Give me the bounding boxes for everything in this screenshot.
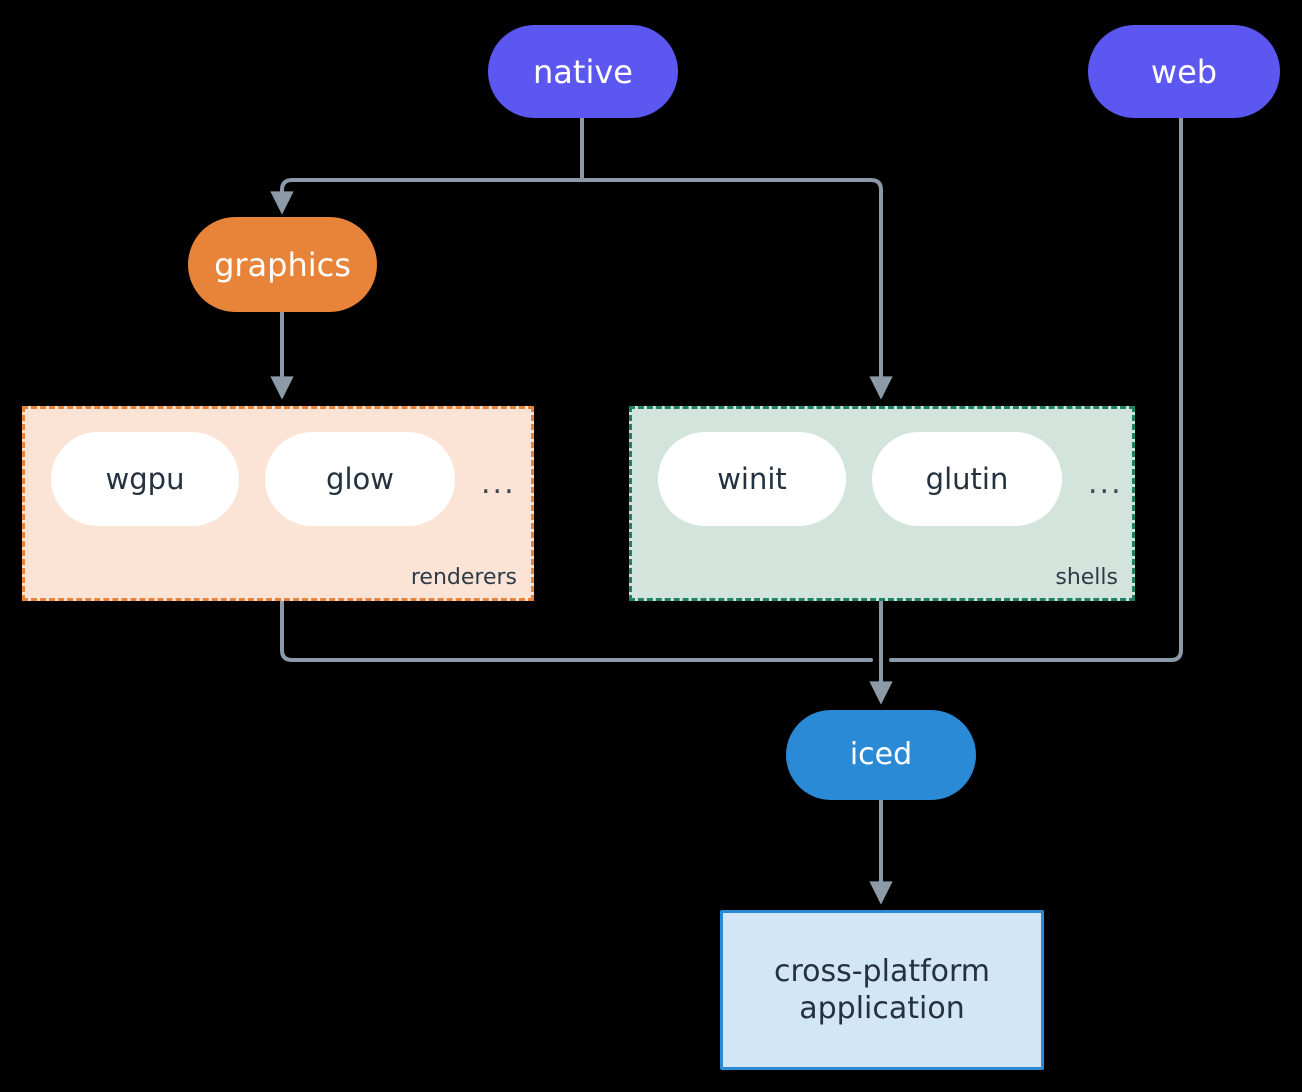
node-iced[interactable]: iced (786, 710, 976, 800)
group-shells: winit glutin ... shells (629, 406, 1135, 601)
leaf-wgpu-label: wgpu (105, 462, 185, 496)
group-renderers-label: renderers (410, 565, 517, 590)
node-native-label: native (533, 52, 633, 91)
leaf-winit-label: winit (717, 462, 787, 496)
edge-native-shells (580, 178, 893, 400)
leaf-glutin[interactable]: glutin (872, 432, 1062, 526)
node-graphics[interactable]: graphics (188, 217, 377, 312)
edge-renderers-bus (280, 599, 873, 662)
node-application-label-line1: cross-platform (773, 953, 991, 989)
node-web[interactable]: web (1088, 25, 1280, 118)
leaf-glow[interactable]: glow (265, 432, 455, 526)
edge-native-graphics (270, 178, 584, 215)
leaf-glutin-label: glutin (925, 462, 1009, 496)
group-renderers: wgpu glow ... renderers (22, 406, 534, 601)
node-web-label: web (1150, 52, 1218, 91)
leaf-winit[interactable]: winit (658, 432, 846, 526)
node-native[interactable]: native (488, 25, 678, 118)
renderers-overflow-ellipsis: ... (481, 466, 516, 501)
node-application-label-line2: application (799, 991, 965, 1026)
node-application[interactable]: cross-platform application (720, 910, 1044, 1070)
group-shells-label: shells (1055, 565, 1118, 590)
leaf-wgpu[interactable]: wgpu (51, 432, 239, 526)
shells-overflow-ellipsis: ... (1088, 466, 1123, 501)
node-graphics-label: graphics (214, 245, 351, 284)
node-iced-label: iced (849, 737, 913, 773)
leaf-glow-label: glow (326, 462, 394, 496)
